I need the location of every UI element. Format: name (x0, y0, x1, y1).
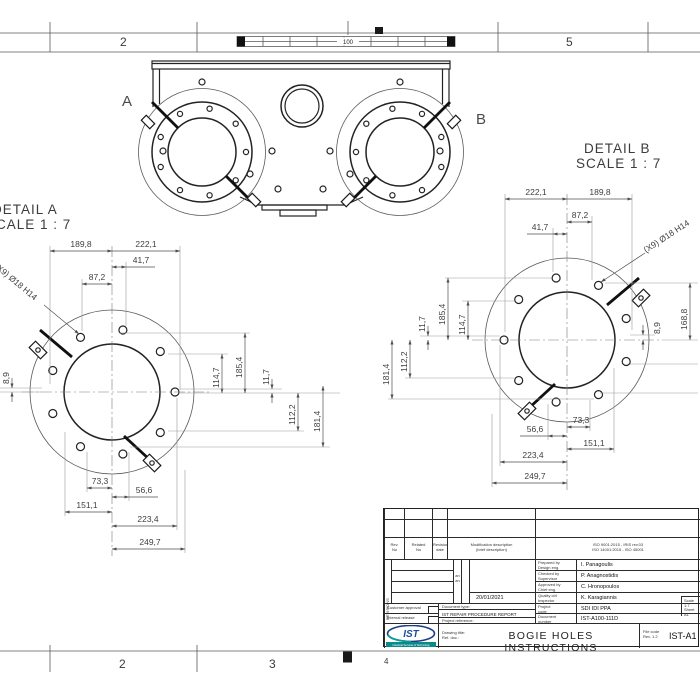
role-1: Checked by Supervisor (538, 571, 560, 581)
certs-cell: ISO 9001:2015 - IRIS rev.03 ISO 14001:20… (592, 542, 644, 552)
dim-a-151-1: 151,1 (76, 500, 98, 510)
doc-type-label: Document type: (442, 604, 471, 609)
detail-b-scale: SCALE 1 : 7 (576, 156, 661, 171)
dim-a-8-9: 8,9 (1, 372, 11, 384)
dim-a-181-4: 181,4 (312, 410, 322, 432)
dim-a-112-2: 112,2 (287, 404, 297, 425)
dim-a-249-7: 249,7 (139, 537, 161, 547)
detail-a-hole-callout: (X9) Ø18 H14 (0, 261, 40, 303)
dim-a-114-7: 114,7 (211, 367, 221, 388)
checkbox-1 (428, 605, 438, 613)
dim-b-73-3: 73,3 (573, 415, 590, 425)
dim-a-222-1: 222,1 (135, 239, 157, 249)
name-4: SDI IDI PPA (581, 606, 611, 612)
check-label-1: Customer approval (387, 605, 421, 610)
zone-label-bottom-4: 4 (384, 657, 389, 666)
rev-col-1: Rev. No (390, 542, 399, 552)
dim-b-56-6: 56,6 (527, 424, 544, 434)
dim-b-41-7: 41,7 (532, 222, 549, 232)
main-view: A B (122, 60, 486, 217)
centering-mark-bottom (343, 651, 352, 663)
detail-a-view: DETAIL A SCALE 1 : 7 (0, 202, 340, 556)
dim-b-222-1: 222,1 (525, 187, 547, 197)
check-label-2: Internal release (387, 615, 415, 620)
name-0: I. Panagoulis (581, 562, 613, 568)
rev-col-2: Related No (411, 542, 426, 552)
name-5: IST-A100-111D (581, 616, 619, 622)
dim-a-189-8: 189,8 (70, 239, 92, 249)
dim-b-8-9: 8,9 (652, 322, 662, 334)
title-block: Rev. No Related No Revision date Modific… (383, 508, 700, 654)
detail-a-dimensions: 189,8 222,1 41,7 87,2 (X9) Ø18 H14 8,9 1… (0, 239, 325, 551)
dim-a-41-7: 41,7 (133, 255, 150, 265)
ist-logo: IST Industrial Services & Technology (386, 624, 436, 647)
centering-mark-top (375, 27, 383, 34)
scale-bar-label: 100 (343, 40, 354, 46)
dim-a-87-2: 87,2 (89, 272, 106, 282)
dim-b-168-8: 168,8 (679, 308, 689, 330)
dim-b-181-4: 181,4 (381, 363, 391, 385)
ist-logo-tagline: Industrial Services & Technology (392, 643, 430, 647)
sheet-border: 2 5 2 3 4 (0, 21, 700, 672)
dim-a-56-6: 56,6 (136, 485, 153, 495)
name-1: P. Anagnostidis (581, 573, 619, 579)
name-2: C. Hronopoulos (581, 584, 620, 590)
dim-b-249-7: 249,7 (524, 471, 546, 481)
role-0: Prepared by Design eng. (538, 560, 560, 570)
dim-b-11-7: 11,7 (417, 316, 427, 332)
doc-type: IST REPAIR PROCEDURE REPORT (442, 611, 517, 617)
zone-label-bottom-2: 2 (119, 657, 126, 671)
detail-a-title: DETAIL A (0, 202, 58, 217)
approval-date: 20/01/2021 (476, 595, 504, 601)
drawing-title: BOGIE HOLES INSTRUCTIONS (504, 630, 598, 654)
left-flange (138, 88, 266, 216)
dim-b-112-2: 112,2 (399, 351, 409, 372)
dim-a-73-3: 73,3 (92, 476, 109, 486)
dim-b-87-2: 87,2 (572, 210, 589, 220)
rev-col-3: Revision date (433, 542, 447, 552)
dim-b-151-1: 151,1 (583, 438, 605, 448)
zone-label-top-5: 5 (566, 35, 573, 49)
checkbox-2 (428, 615, 438, 623)
zone-label-bottom-3: 3 (269, 657, 276, 671)
zone-label-top-2: 2 (120, 35, 127, 49)
dim-b-185-4: 185,4 (437, 303, 447, 325)
role-4: Project code (538, 604, 551, 613)
dim-b-189-8: 189,8 (589, 187, 611, 197)
plate-holes (159, 78, 444, 193)
dim-b-223-4: 223,4 (522, 450, 544, 460)
dim-a-11-7: 11,7 (261, 369, 271, 385)
scale-cell: Scale 1:7 Sheet A1 (684, 598, 695, 616)
project-label: Project reference: (442, 618, 474, 623)
drawing-number: IST-A1 (669, 631, 697, 641)
ist-logo-text: IST (403, 629, 419, 640)
name-3: K. Karagiannis (581, 595, 617, 601)
detail-a-scale: SCALE 1 : 7 (0, 217, 71, 232)
detail-b-extension-lines (388, 194, 698, 487)
detail-a-marker: A (122, 93, 132, 110)
title-labels: Drawing title: Ref. doc.: (442, 630, 466, 640)
detail-b-title: DETAIL B (584, 141, 651, 156)
detail-b-holes (499, 273, 631, 407)
detail-a-extension-lines (0, 246, 340, 553)
scale-bar: 100 (236, 36, 456, 47)
role-2: Approved by Chief eng. (538, 582, 561, 592)
dim-b-114-7: 114,7 (457, 314, 467, 335)
detail-b-hole-callout: (X9) Ø18 H14 (642, 218, 692, 255)
rev-col-4: Modification description (brief descript… (470, 542, 513, 552)
number-labels: File code Rev. 1.2 (643, 629, 660, 639)
dim-a-223-4: 223,4 (137, 514, 159, 524)
dim-a-185-4: 185,4 (234, 356, 244, 378)
role-3: Quality ctrl Inspector (538, 593, 557, 603)
detail-b-marker: B (476, 111, 486, 128)
role-5: Document number (538, 614, 557, 623)
right-flange (336, 88, 464, 216)
